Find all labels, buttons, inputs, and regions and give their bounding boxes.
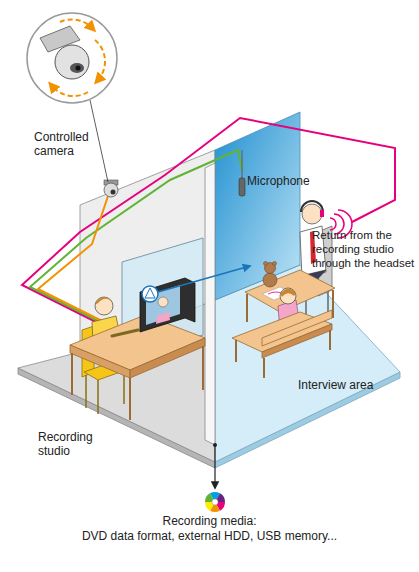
child-hair xyxy=(280,289,296,297)
screen-child xyxy=(156,312,170,324)
table-leg xyxy=(246,294,248,322)
camera-lens xyxy=(111,190,116,195)
headset-wire xyxy=(22,118,395,330)
camera-dome xyxy=(55,45,89,79)
bench-leg xyxy=(235,340,237,362)
leader-line xyxy=(90,100,108,182)
viewing-arrow xyxy=(158,266,250,292)
operator-head xyxy=(95,297,113,315)
screen-child xyxy=(158,297,168,307)
adult-head xyxy=(302,204,322,224)
camera-dome xyxy=(104,183,118,197)
media-list: DVD data format, external HDD, USB memor… xyxy=(0,529,419,543)
bench-leg xyxy=(263,358,265,378)
operator-hair xyxy=(95,297,113,304)
bench-leg xyxy=(329,330,331,350)
operator-arm xyxy=(112,330,138,336)
tilt-arrow xyxy=(52,86,88,96)
microphone-wire xyxy=(30,150,242,330)
pan-arrow xyxy=(60,19,92,28)
interview-floor xyxy=(215,265,400,462)
microphone-symbol xyxy=(239,178,245,196)
microphone-label: Microphone xyxy=(247,174,337,188)
pan-arrow xyxy=(95,40,105,80)
chair-leg xyxy=(85,375,87,408)
camera-lens xyxy=(70,63,84,73)
headset-label: Return from the recording studio through… xyxy=(312,228,418,270)
bench-back xyxy=(262,310,332,346)
camera-wire xyxy=(38,196,120,330)
monitor xyxy=(140,278,195,332)
desk-edge xyxy=(70,345,130,378)
area-label: Interview area xyxy=(298,378,408,392)
camera-inset xyxy=(27,13,117,103)
desk-leg xyxy=(202,346,204,390)
eye-icon xyxy=(142,286,158,302)
sound-wave xyxy=(330,218,336,230)
headset xyxy=(320,210,324,217)
teddy-bear xyxy=(273,262,277,266)
desk-edge xyxy=(130,338,205,378)
desk-leg xyxy=(71,353,73,395)
media-heading: Recording media: xyxy=(0,514,419,528)
teddy-bear xyxy=(264,262,268,266)
area-label: Recording studio xyxy=(38,430,102,458)
eye-icon xyxy=(145,288,155,298)
teddy-bear xyxy=(265,263,276,274)
partition-wall xyxy=(205,163,215,445)
output-arrow xyxy=(214,445,215,488)
camera-lens xyxy=(76,66,81,71)
child-head xyxy=(280,288,296,304)
headset xyxy=(301,201,323,212)
desk-leg xyxy=(129,378,131,420)
chair-leg xyxy=(97,380,99,414)
camera-label: Controlled camera xyxy=(34,130,106,158)
disc-hole xyxy=(212,499,218,505)
teddy-bear xyxy=(263,273,277,287)
microphone-cable xyxy=(241,150,242,178)
